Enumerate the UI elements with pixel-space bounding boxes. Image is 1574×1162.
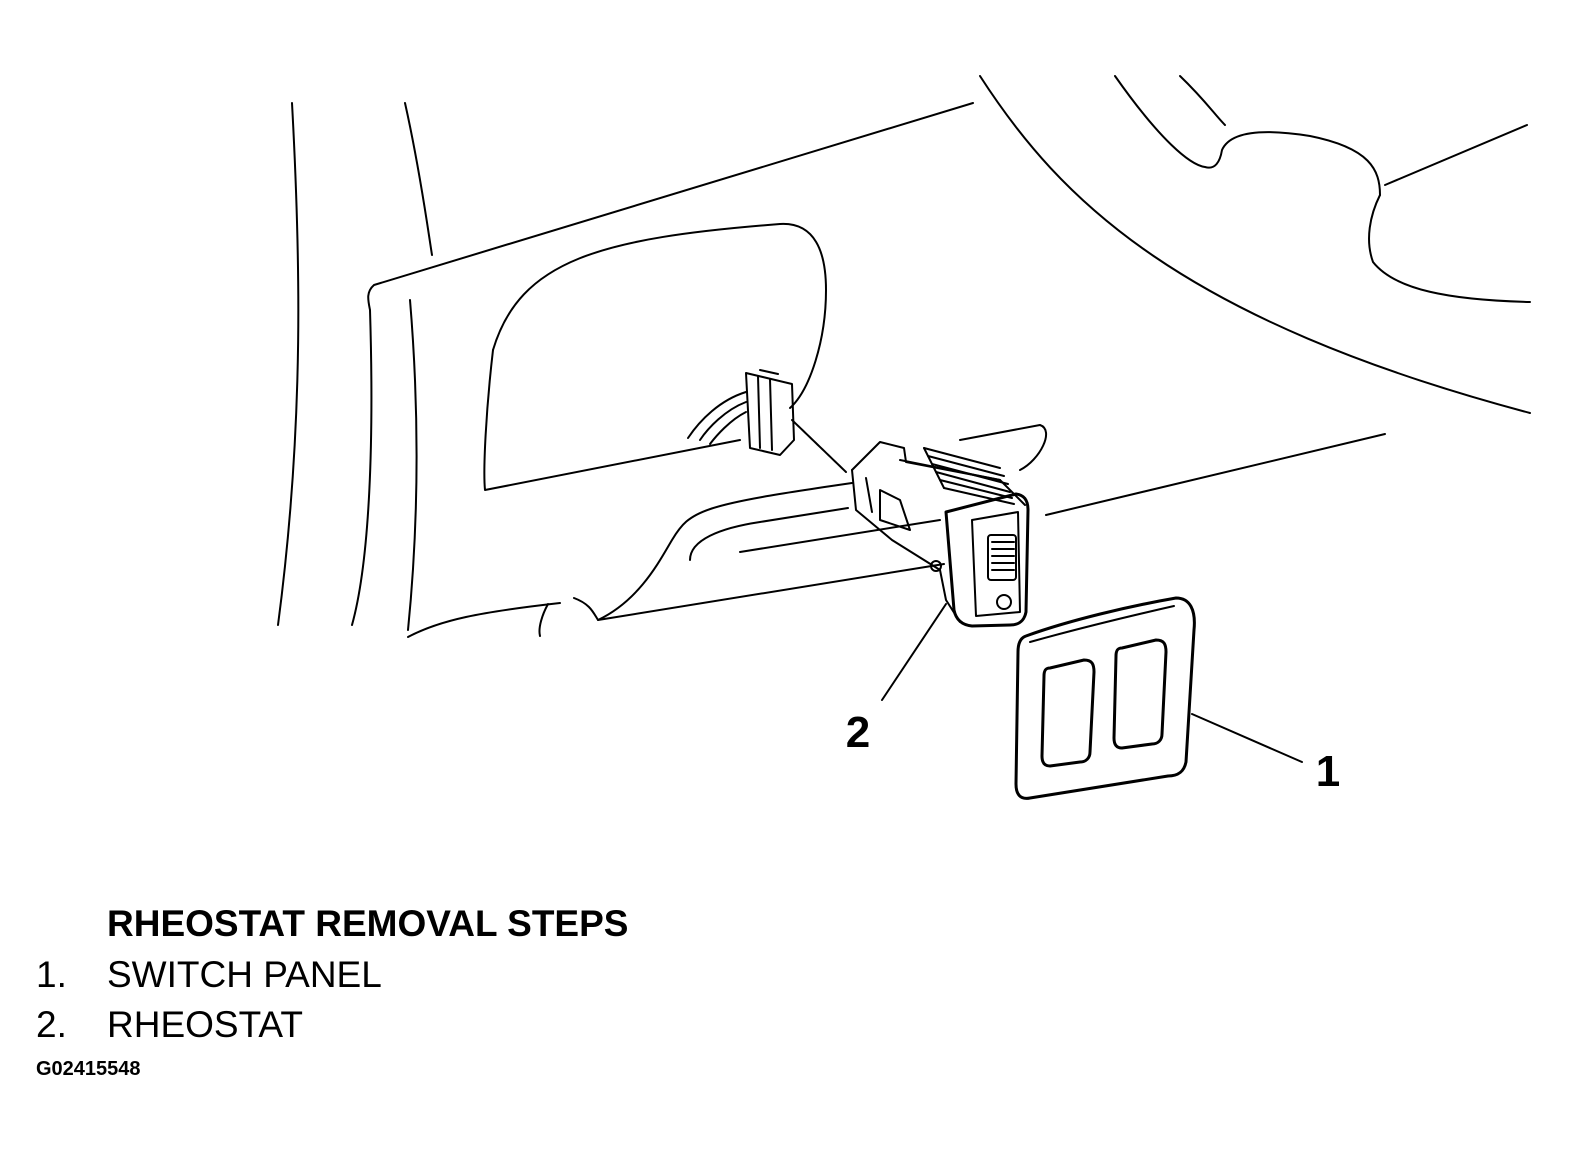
step-item: 1. SWITCH PANEL: [36, 950, 1036, 1000]
step-label: RHEOSTAT: [107, 1004, 303, 1045]
figure-id: G02415548: [36, 1058, 141, 1080]
callout-1: 1: [1316, 747, 1340, 796]
caption-title: RHEOSTAT REMOVAL STEPS: [107, 903, 629, 944]
step-number: 1.: [36, 954, 67, 995]
rheostat-part: [851, 441, 1030, 628]
step-item: 2. RHEOSTAT: [36, 1000, 1036, 1050]
leader-line-1: [1191, 713, 1303, 763]
callout-2: 2: [846, 708, 870, 757]
harness-connector: [687, 369, 847, 473]
caption-block: RHEOSTAT REMOVAL STEPS 1. SWITCH PANEL 2…: [36, 898, 1036, 1082]
leader-line-2: [881, 603, 947, 701]
switch-panel-part: [1014, 596, 1196, 800]
leader-lines: [881, 603, 1303, 763]
step-label: SWITCH PANEL: [107, 954, 382, 995]
instrument-panel-outline: [277, 75, 1531, 638]
step-number: 2.: [36, 1004, 67, 1045]
